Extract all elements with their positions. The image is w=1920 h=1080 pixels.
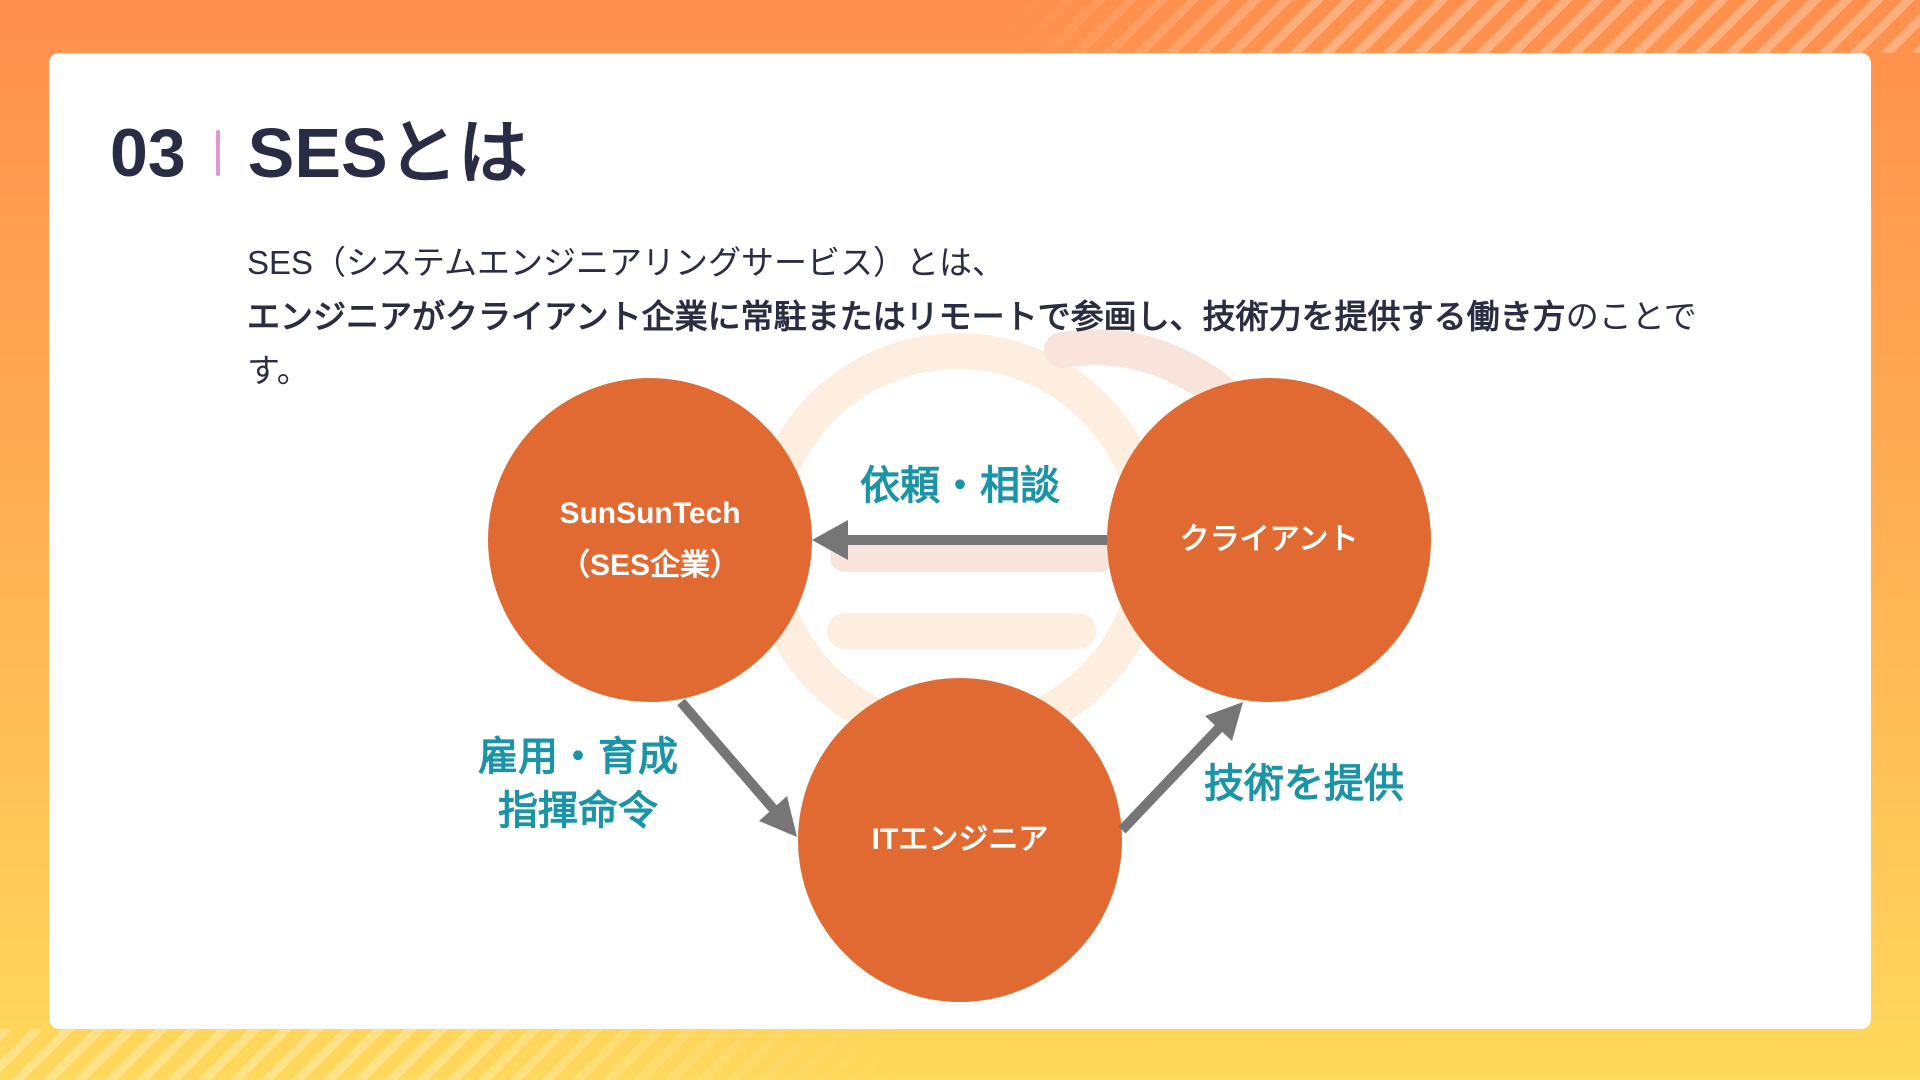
slide-number: 03 (110, 115, 186, 191)
node-it-engineer: ITエンジニア (798, 678, 1122, 1002)
edge-label-provide-skills: 技術を提供 (1204, 757, 1404, 811)
slide-title: 03 SESとは (110, 112, 528, 194)
node-client: クライアント (1107, 378, 1431, 702)
edge-label-provide-skills-text: 技術を提供 (1204, 762, 1404, 806)
node-ses-company: SunSunTech （SES企業） (488, 378, 812, 702)
edge-label-employment-line-2: 指揮命令 (498, 789, 658, 833)
intro-line-3: す。 (247, 352, 310, 389)
intro-paragraph: SES（システムエンジニアリングサービス）とは、 エンジニアがクライアント企業に… (247, 236, 1847, 398)
node-it-engineer-label: ITエンジニア (871, 823, 1049, 856)
top-stripe-decoration (1000, 0, 1920, 53)
slide-title-text: SESとは (247, 114, 528, 192)
intro-emphasis: エンジニアがクライアント企業に常駐またはリモートで参画し、技術力を提供する働き方 (247, 298, 1566, 335)
edge-label-request-text: 依頼・相談 (860, 464, 1060, 508)
node-client-label: クライアント (1179, 523, 1359, 556)
intro-line-2: エンジニアがクライアント企業に常駐またはリモートで参画し、技術力を提供する働き方… (247, 290, 1847, 344)
intro-line-2-rest: のことで (1565, 298, 1697, 335)
intro-line-1: SES（システムエンジニアリングサービス）とは、 (247, 244, 1006, 281)
node-ses-company-name: SunSunTech (559, 497, 741, 530)
node-ses-company-type: （SES企業） (559, 549, 741, 582)
title-separator (215, 130, 220, 176)
edge-label-employment: 雇用・育成 指揮命令 (478, 730, 678, 838)
edge-label-employment-line-1: 雇用・育成 (478, 735, 678, 779)
edge-label-request: 依頼・相談 (860, 459, 1060, 513)
bottom-stripe-decoration (0, 1029, 900, 1080)
